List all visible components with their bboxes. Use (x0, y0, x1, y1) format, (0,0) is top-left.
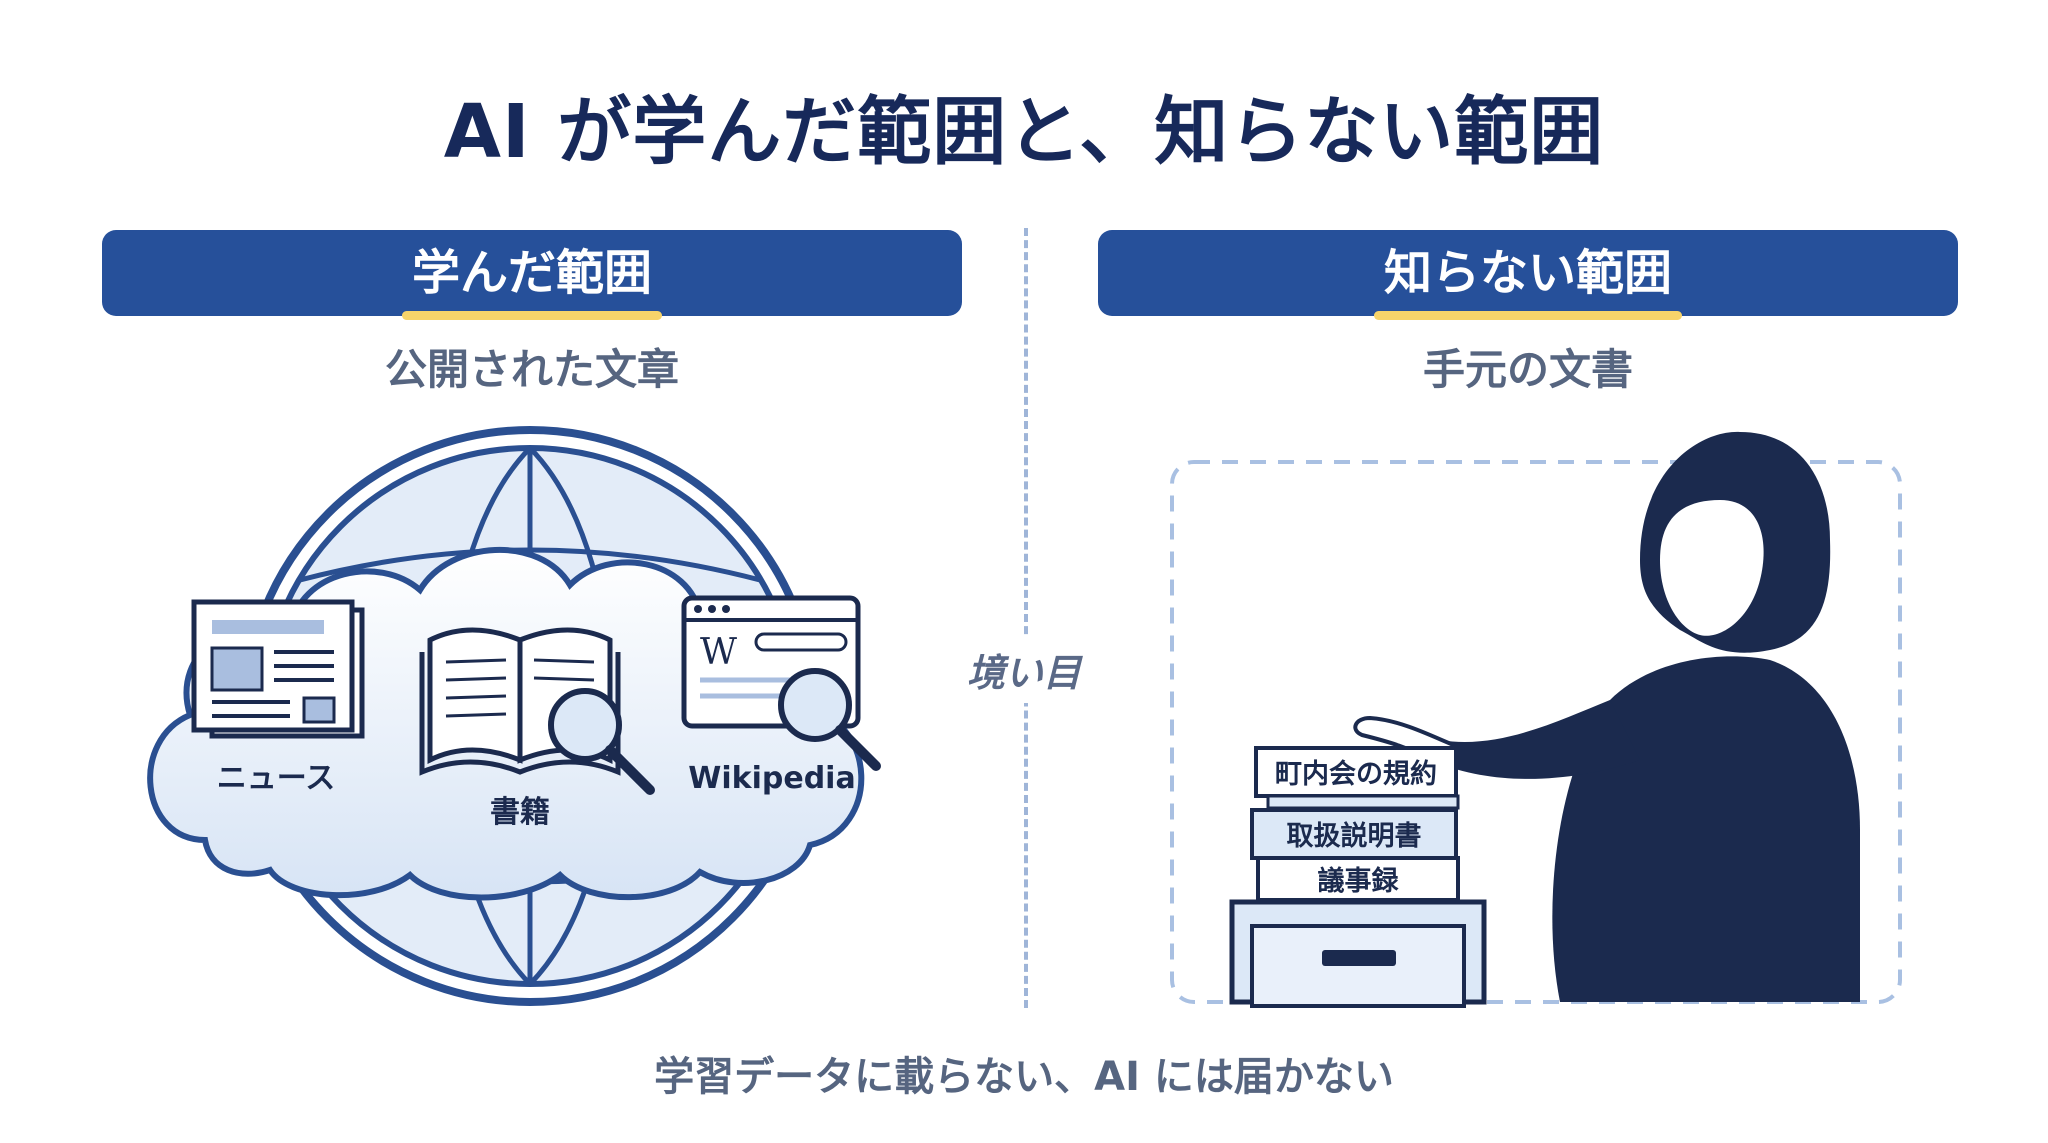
wikipedia-logo: W (700, 632, 737, 673)
unknown-range-header: 知らない範囲 (1098, 230, 1958, 320)
wikipedia-label: Wikipedia (688, 761, 855, 796)
unknown-range-header-label: 知らない範囲 (1373, 230, 1683, 320)
learned-range-header: 学んだ範囲 (102, 230, 962, 320)
document-manual-label: 取扱説明書 (1287, 820, 1422, 852)
news-label: ニュース (217, 761, 336, 796)
boundary-label: 境い目 (964, 636, 1084, 703)
page-title: AI が学んだ範囲と、知らない範囲 (443, 89, 1605, 175)
document-bylaws-label: 町内会の規約 (1275, 758, 1437, 790)
document-minutes-label: 議事録 (1318, 865, 1400, 897)
local-documents-box (1170, 460, 1902, 1004)
magnifier-icon (778, 668, 881, 771)
unknown-range-subtitle: 手元の文書 (1422, 345, 1633, 394)
books-label: 書籍 (490, 795, 550, 830)
center-divider (1024, 228, 1028, 1008)
learned-range-header-label: 学んだ範囲 (401, 230, 663, 320)
learned-range-subtitle: 公開された文章 (384, 345, 679, 394)
filing-cabinet-icon (1229, 899, 1487, 1008)
person-icon (1353, 431, 1860, 1002)
footer-caption: 学習データに載らない、AI には届かない (654, 1054, 1394, 1100)
newspaper-icon (191, 599, 365, 739)
document-stack (1250, 746, 1460, 902)
magnifier-icon (548, 688, 655, 795)
